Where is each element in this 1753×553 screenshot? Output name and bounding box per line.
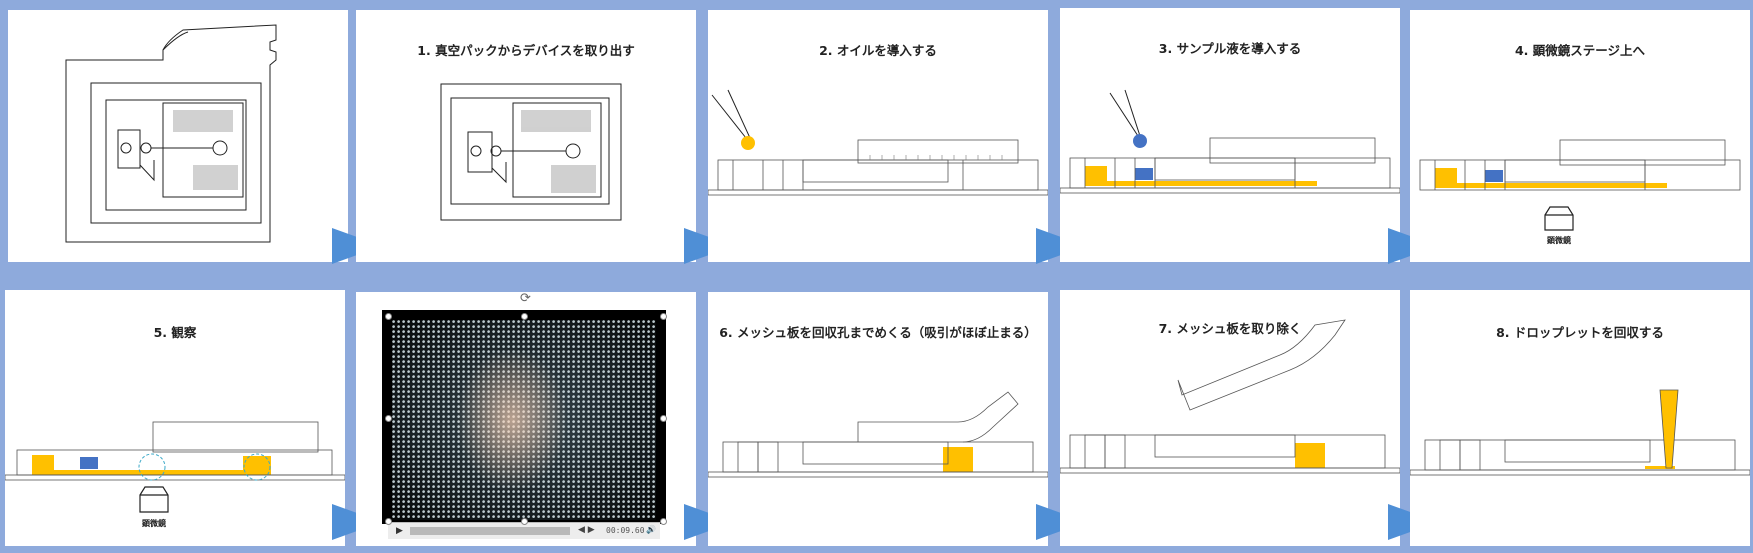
- droplet-recovery-diagram: [1410, 389, 1750, 476]
- microscope-label: 顕微鏡: [1547, 235, 1571, 245]
- panel-step1: 1. 真空パックからデバイスを取り出す: [356, 10, 696, 262]
- mesh-peel-diagram: [708, 391, 1048, 478]
- skip-buttons[interactable]: ◀ ▶: [578, 525, 595, 535]
- step-title: 4. 顕微鏡ステージ上へ: [1514, 43, 1646, 58]
- resize-handle[interactable]: [385, 518, 392, 525]
- device-drawing: [440, 83, 622, 221]
- panel-step3: 3. サンプル液を導入する: [1060, 8, 1400, 262]
- resize-handle[interactable]: [385, 313, 392, 320]
- panel-step5: 5. 観察 顕微鏡: [5, 290, 345, 546]
- droplet-array-video-frame: [392, 320, 656, 520]
- prev-icon[interactable]: ◀: [578, 525, 585, 535]
- step-title: 5. 観察: [153, 325, 197, 340]
- rotate-handle-icon[interactable]: ⟳: [520, 291, 531, 306]
- video-player[interactable]: ▶ ◀ ▶ 00:09.60 🔊: [382, 310, 666, 539]
- microscope-icon: [139, 486, 169, 513]
- device-on-microscope: 顕微鏡: [1419, 139, 1741, 245]
- device-cross-section: [708, 89, 1048, 196]
- step-title: 2. オイルを導入する: [819, 43, 937, 58]
- volume-icon[interactable]: 🔊: [646, 525, 656, 534]
- pipette-tip-icon: [1659, 389, 1679, 469]
- device-package-drawing: [65, 24, 277, 243]
- play-icon[interactable]: ▶: [396, 526, 403, 536]
- observation-diagram: 顕微鏡: [5, 421, 345, 528]
- panel-step4: 4. 顕微鏡ステージ上へ 顕微鏡: [1410, 10, 1750, 262]
- next-icon[interactable]: ▶: [587, 525, 595, 535]
- panel-intro: [8, 10, 348, 262]
- step-title: 8. ドロップレットを回収する: [1496, 325, 1664, 340]
- resize-handle[interactable]: [660, 415, 667, 422]
- resize-handle[interactable]: [521, 313, 528, 320]
- step-title: 3. サンプル液を導入する: [1158, 41, 1302, 56]
- microscope-label: 顕微鏡: [142, 518, 166, 528]
- step-title: 1. 真空パックからデバイスを取り出す: [417, 43, 635, 58]
- oil-droplet-icon: [741, 136, 755, 150]
- step-title: 7. メッシュ板を取り除く: [1158, 321, 1302, 336]
- playback-time: 00:09.60: [606, 526, 645, 535]
- resize-handle[interactable]: [385, 415, 392, 422]
- panel-step2: 2. オイルを導入する: [708, 10, 1048, 262]
- mesh-removed-diagram: [1060, 319, 1400, 474]
- step-title: 6. メッシュ板を回収孔までめくる（吸引がほぼ止まる）: [719, 325, 1037, 340]
- seek-bar[interactable]: [410, 527, 570, 535]
- device-cross-section: [1060, 89, 1400, 194]
- panel-step7: 7. メッシュ板を取り除く: [1060, 290, 1400, 546]
- panel-step6: 6. メッシュ板を回収孔までめくる（吸引がほぼ止まる）: [708, 292, 1048, 546]
- resize-handle[interactable]: [660, 313, 667, 320]
- resize-handle[interactable]: [660, 518, 667, 525]
- sample-droplet-icon: [1133, 134, 1147, 148]
- resize-handle[interactable]: [521, 518, 528, 525]
- panel-step8: 8. ドロップレットを回収する: [1410, 290, 1750, 546]
- microscope-icon: [1544, 206, 1574, 231]
